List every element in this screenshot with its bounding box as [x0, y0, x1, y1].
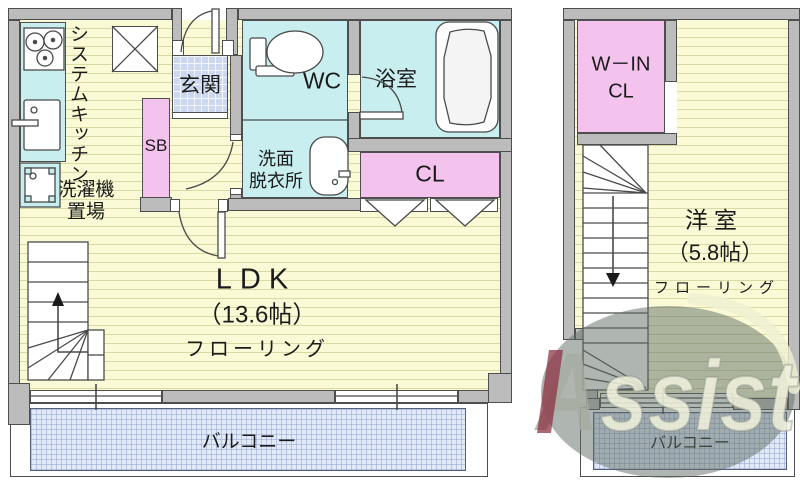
wall — [238, 8, 512, 20]
entrance-step — [172, 112, 228, 119]
wall — [348, 138, 512, 152]
window — [30, 390, 162, 403]
wall — [348, 20, 360, 75]
door-jamb — [170, 199, 180, 212]
wall — [488, 373, 512, 403]
wall — [575, 328, 598, 340]
kitchen-label: システムキッチン — [67, 24, 88, 184]
door-jamb — [230, 134, 242, 141]
closet-door — [360, 198, 428, 212]
floor-patch — [575, 340, 586, 398]
closet-door — [430, 198, 498, 212]
wall — [500, 20, 512, 403]
wic-label-1: W－IN — [591, 53, 651, 76]
wall — [665, 20, 677, 82]
bedroom-size-label: （5.8帖） — [666, 240, 764, 265]
ldk-flooring-label: フローリング — [185, 338, 329, 361]
door-jamb — [230, 188, 242, 195]
wall — [8, 20, 20, 392]
wic-doorway — [665, 80, 677, 135]
wall — [8, 8, 172, 20]
wall — [162, 390, 335, 403]
wall — [788, 20, 800, 410]
wall — [230, 55, 242, 140]
watermark-red-stripe — [537, 350, 563, 433]
wall — [563, 20, 575, 340]
door-jamb — [172, 40, 184, 56]
ldk-size-label: （13.6帖） — [197, 301, 317, 329]
wall — [577, 133, 677, 145]
closet-cl — [360, 152, 500, 198]
balcony1-label: バルコニー — [201, 431, 297, 453]
balcony2-label: バルコニー — [650, 435, 730, 452]
wall — [8, 383, 30, 425]
entrance-label: 玄関 — [179, 74, 221, 97]
wc-label: WC — [302, 67, 342, 94]
shoebox-label: SB — [144, 136, 168, 155]
laundry-label-1: 洗濯機 — [57, 179, 115, 201]
window — [335, 390, 458, 403]
laundry-label-2: 置場 — [66, 201, 106, 223]
bath-label: 浴室 — [375, 68, 417, 91]
window — [600, 393, 733, 408]
entrance-tile — [172, 55, 228, 113]
washroom-label-2: 脱衣所 — [249, 171, 303, 191]
shoebox-sb — [142, 98, 170, 198]
ldk-label: LDK — [215, 263, 297, 296]
wall — [228, 198, 362, 211]
closet-label: CL — [415, 160, 445, 187]
wall — [586, 398, 600, 410]
balcony1 — [30, 408, 466, 471]
wall — [733, 398, 788, 410]
fridge-space — [112, 26, 158, 72]
wall — [140, 197, 172, 212]
washroom-label-1: 洗面 — [258, 149, 294, 169]
wall — [563, 8, 800, 20]
door-jamb — [222, 40, 234, 56]
bedroom-flooring-label: フローリング — [653, 279, 781, 297]
wic-label-2: CL — [608, 80, 634, 103]
walkin-closet — [577, 20, 665, 133]
kitchen-counter — [20, 22, 66, 162]
wall — [348, 112, 360, 140]
bedroom-label: 洋室 — [685, 207, 743, 233]
door-jamb — [218, 199, 228, 212]
